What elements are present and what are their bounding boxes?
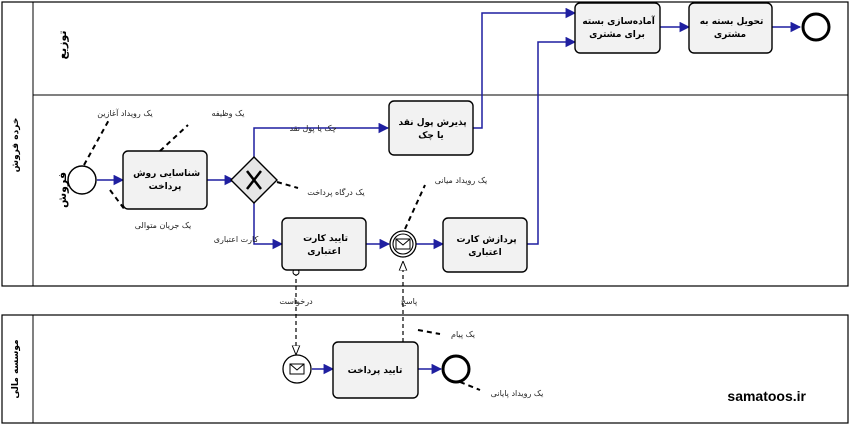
task-identify-line2: پرداخت [149, 182, 182, 192]
task-prepare-line1: آماده‌سازی بسته [582, 15, 655, 27]
flow-gateway-to-cash [253, 122, 390, 160]
flow-process-to-prepare [527, 36, 577, 245]
task-cash-line1: پذیرش پول نقد [399, 118, 467, 128]
task-prepare-line2: برای مشتری [589, 30, 645, 40]
svg-text:آماده‌سازی بسته برای مشت: آماده‌سازی بسته برای مشتری [579, 15, 655, 40]
task-verify-line1: تایید کارت [303, 234, 348, 244]
label-credit-card: کارت اعتباری [214, 235, 259, 244]
annotation-leaders [83, 117, 481, 391]
label-sequence-flow: یک جریان متوالی [135, 221, 192, 230]
task-accept-cash: پذیرش پول نقد یا چک [388, 100, 474, 156]
finance-pool-label: موسسه مالی [11, 339, 21, 398]
watermark: samatoos.ir [727, 388, 806, 404]
flow-cash-to-prepare [473, 7, 577, 129]
intermediate-message-event [389, 230, 417, 258]
retail-pool-label: خرده فروش [11, 118, 21, 173]
task-verify-card: تایید کارت اعتباری [281, 217, 367, 271]
x-icon [246, 170, 262, 190]
label-request: درخواست [279, 297, 313, 306]
label-gateway: یک درگاه پرداخت [307, 187, 365, 197]
svg-text:تایید کارت اعتباری: تایید کارت اعتباری [300, 234, 348, 257]
task-cash-line2: یا چک [418, 131, 444, 141]
flow-gateway-to-card [253, 200, 284, 250]
message-flows [296, 262, 403, 356]
annotations: یک رویداد آغازین یک وظیفه چک یا پول نقد … [97, 108, 543, 398]
task-confirm-line1: تایید پرداخت [348, 366, 403, 376]
envelope-icon [395, 238, 411, 250]
svg-text:تایید پرداخت: تایید پرداخت [348, 366, 403, 376]
task-deliver-package: تحویل بسته به مشتری [688, 2, 773, 54]
envelope-icon [289, 363, 305, 375]
end-event-delivery [801, 12, 831, 42]
task-verify-line2: اعتباری [307, 247, 340, 257]
svg-text:پردازش کارت اعتباری: پردازش کارت اعتباری [453, 235, 516, 258]
task-process-card: پردازش کارت اعتباری [442, 217, 528, 273]
task-process-line1: پردازش کارت [456, 235, 516, 245]
task-identify-payment: شناسایی روش پرداخت [122, 150, 208, 210]
label-task: یک وظیفه [212, 109, 245, 118]
lane-sales-label: فروش [56, 172, 69, 208]
svg-text:پذیرش پول نقد یا چک: پذیرش پول نقد یا چک [395, 118, 466, 141]
svg-text:شناسایی روش پرداخت: شناسایی روش پرداخت [130, 169, 200, 192]
task-confirm-payment: تایید پرداخت [332, 341, 419, 399]
lane-distribution-label: توزیع [56, 30, 69, 59]
task-prepare-package: آماده‌سازی بسته برای مشتری [574, 2, 661, 54]
exclusive-gateway [230, 156, 278, 204]
start-message-event [282, 354, 312, 384]
svg-text:تحویل بسته به مشتری: تحویل بسته به مشتری [697, 17, 764, 40]
task-deliver-line2: مشتری [714, 30, 746, 40]
task-identify-line1: شناسایی روش [133, 169, 200, 179]
label-end-event: یک رویداد پایانی [491, 389, 544, 398]
end-event-finance [441, 354, 471, 384]
label-intermediate-event: یک رویداد میانی [435, 176, 487, 185]
start-event [67, 165, 97, 195]
label-cash-or-check: چک یا پول نقد [289, 124, 336, 133]
sequence-flows [97, 7, 802, 375]
task-process-line2: اعتباری [468, 248, 501, 258]
task-deliver-line1: تحویل بسته به [700, 17, 764, 27]
label-message: یک پیام [451, 330, 475, 339]
label-response: پاسخ [401, 297, 418, 306]
label-start-event: یک رویداد آغازین [97, 108, 152, 118]
